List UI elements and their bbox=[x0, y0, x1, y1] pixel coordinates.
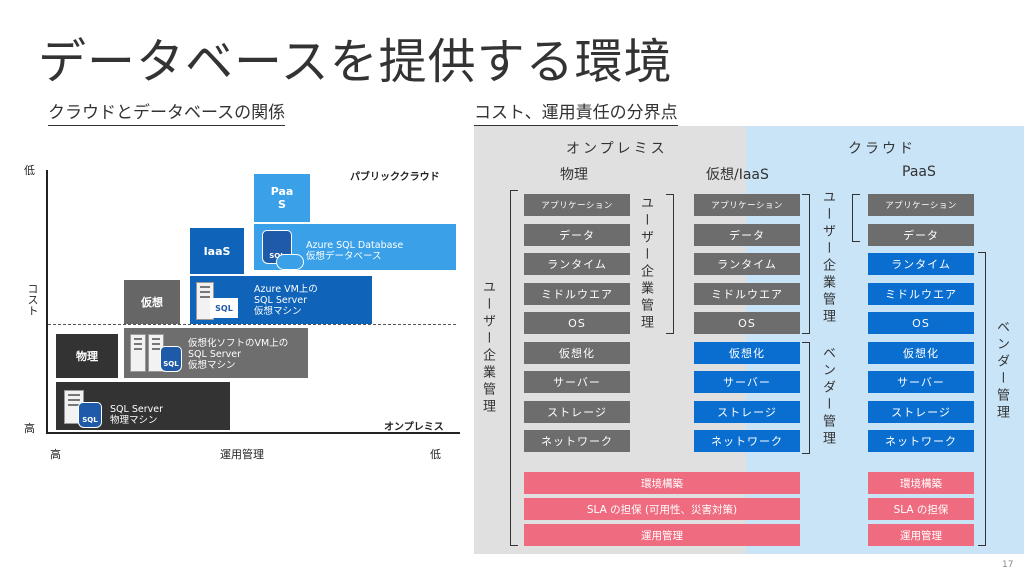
stack-layer-paas: ストレージ bbox=[868, 400, 974, 423]
right-subtitle: コスト、運用責任の分界点 bbox=[474, 98, 678, 126]
stack-layer-physical: ミドルウエア bbox=[524, 282, 630, 305]
ops-row-onprem: 運用管理 bbox=[524, 524, 800, 546]
bracket bbox=[802, 194, 810, 334]
stack-layer-paas: ネットワーク bbox=[868, 430, 974, 452]
virtual-description: 仮想化ソフトのVM上の SQL Server 仮想マシン bbox=[188, 338, 289, 371]
physical-block: 物理 bbox=[56, 334, 118, 378]
stack-layer-iaas: 仮想化 bbox=[694, 341, 800, 364]
server-icon bbox=[130, 334, 146, 372]
stack-layer-paas: データ bbox=[868, 223, 974, 246]
cloud-header: クラウド bbox=[848, 141, 916, 157]
x-axis-high: 高 bbox=[50, 448, 61, 461]
stack-layer-iaas: ストレージ bbox=[694, 400, 800, 423]
bracket bbox=[666, 194, 674, 334]
x-axis-label: 運用管理 bbox=[220, 448, 264, 461]
ops-row-paas: SLA の担保 bbox=[868, 498, 974, 520]
left-diagram: 低 コスト 高 高 運用管理 低 パブリッククラウド オンプレミス 物理 SQL… bbox=[0, 0, 470, 576]
bracket bbox=[802, 342, 810, 454]
column-iaas: 仮想/IaaS bbox=[706, 167, 769, 183]
left-subtitle: クラウドとデータベースの関係 bbox=[48, 98, 286, 126]
iaas-description: Azure VM上の SQL Server 仮想マシン bbox=[254, 284, 318, 317]
on-premises-label: オンプレミス bbox=[384, 422, 444, 433]
sql-badge-icon: SQL bbox=[210, 298, 238, 318]
stack-layer-iaas: アプリケーション bbox=[694, 194, 800, 216]
ops-row-paas: 運用管理 bbox=[868, 524, 974, 546]
paas-description: Azure SQL Database 仮想データベース bbox=[306, 240, 404, 262]
paas-block: Paa S bbox=[254, 174, 310, 222]
stack-layer-iaas: データ bbox=[694, 223, 800, 246]
stack-layer-paas: ランタイム bbox=[868, 253, 974, 275]
cloud-icon bbox=[276, 254, 304, 270]
page-number: 17 bbox=[1002, 560, 1014, 570]
stack-layer-iaas: ミドルウエア bbox=[694, 282, 800, 305]
bracket bbox=[852, 194, 860, 242]
page-title: データベースを提供する環境 bbox=[38, 34, 673, 90]
user-mgmt-label-iaas: ユーザー企業管理 bbox=[820, 190, 835, 326]
stack-layer-physical: 仮想化 bbox=[524, 341, 630, 364]
stack-layer-paas: 仮想化 bbox=[868, 341, 974, 364]
column-physical: 物理 bbox=[560, 167, 588, 183]
vendor-mgmt-label-iaas: ベンダー管理 bbox=[820, 346, 835, 448]
stack-layer-iaas: ランタイム bbox=[694, 253, 800, 275]
physical-description: SQL Server 物理マシン bbox=[110, 404, 163, 426]
stack-layer-paas: OS bbox=[868, 312, 974, 334]
y-axis bbox=[46, 170, 48, 432]
stack-layer-physical: データ bbox=[524, 223, 630, 246]
ops-row-onprem: SLA の担保 (可用性、災害対策) bbox=[524, 498, 800, 520]
user-mgmt-label-physical: ユーザー企業管理 bbox=[480, 280, 495, 416]
bracket bbox=[510, 190, 518, 546]
stack-layer-paas: アプリケーション bbox=[868, 194, 974, 216]
stack-layer-physical: サーバー bbox=[524, 371, 630, 393]
y-axis-low: 低 bbox=[24, 164, 35, 177]
x-axis bbox=[46, 432, 460, 434]
stack-layer-physical: ストレージ bbox=[524, 400, 630, 423]
x-axis-low: 低 bbox=[430, 448, 441, 461]
stack-layer-physical: アプリケーション bbox=[524, 194, 630, 216]
stack-layer-physical: ネットワーク bbox=[524, 430, 630, 452]
ops-row-onprem: 環境構築 bbox=[524, 472, 800, 494]
sql-database-icon: SQL bbox=[160, 346, 182, 372]
bracket bbox=[978, 252, 986, 546]
public-cloud-label: パブリッククラウド bbox=[350, 172, 440, 183]
virtual-block: 仮想 bbox=[124, 280, 180, 324]
stack-layer-physical: OS bbox=[524, 312, 630, 334]
stack-layer-iaas: ネットワーク bbox=[694, 430, 800, 452]
y-axis-label: コスト bbox=[26, 283, 39, 316]
stack-layer-iaas: サーバー bbox=[694, 371, 800, 393]
divider-line bbox=[48, 324, 456, 325]
column-paas: PaaS bbox=[902, 164, 936, 180]
stack-layer-paas: サーバー bbox=[868, 371, 974, 393]
stack-layer-paas: ミドルウエア bbox=[868, 282, 974, 305]
ops-row-paas: 環境構築 bbox=[868, 472, 974, 494]
stack-layer-iaas: OS bbox=[694, 312, 800, 334]
iaas-block: IaaS bbox=[190, 228, 244, 274]
stack-layer-physical: ランタイム bbox=[524, 253, 630, 275]
onprem-header: オンプレミス bbox=[566, 141, 668, 157]
vendor-mgmt-label-paas: ベンダー管理 bbox=[994, 320, 1009, 422]
y-axis-high: 高 bbox=[24, 422, 35, 435]
user-mgmt-label-physical-apps: ユーザー企業管理 bbox=[638, 196, 653, 332]
sql-database-icon: SQL bbox=[78, 402, 102, 428]
